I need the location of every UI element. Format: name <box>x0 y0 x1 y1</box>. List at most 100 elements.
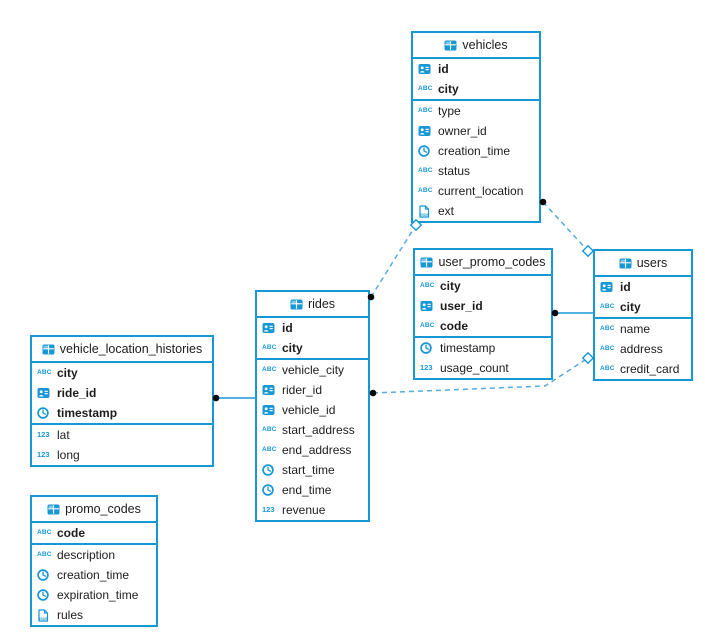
field-row-city[interactable]: ABC city <box>257 338 368 358</box>
field-row-revenue[interactable]: 123 revenue <box>257 500 368 520</box>
field-row-id[interactable]: id <box>257 318 368 338</box>
field-name: vehicle_id <box>282 403 336 417</box>
field-row-id[interactable]: id <box>413 59 539 79</box>
abc-text-icon: ABC <box>420 281 435 289</box>
field-row-ext[interactable]: JSON ext <box>413 201 539 221</box>
clock-icon <box>37 589 55 601</box>
json-document-icon: JSON <box>418 204 436 218</box>
field-row-creation_time[interactable]: creation_time <box>413 141 539 161</box>
table-grid-icon <box>290 299 303 310</box>
field-name: timestamp <box>57 406 118 420</box>
number-123-icon: 123 <box>262 505 275 515</box>
field-row-creation_time[interactable]: creation_time <box>32 565 156 585</box>
columns-section: timestamp 123 usage_count <box>415 338 551 378</box>
field-name: end_address <box>282 443 352 457</box>
json-document-icon: JSON <box>37 608 55 622</box>
table-header-vehicle_location_histories[interactable]: vehicle_location_histories <box>32 337 212 363</box>
abc-text-icon: ABC <box>600 324 615 332</box>
abc-text-icon: ABC <box>262 445 277 453</box>
field-name: revenue <box>282 503 326 517</box>
connector-diamond-rides-to-users <box>581 351 595 365</box>
field-row-usage_count[interactable]: 123 usage_count <box>415 358 551 378</box>
table-header-user_promo_codes[interactable]: user_promo_codes <box>415 250 551 276</box>
clock-icon <box>262 464 280 476</box>
table-title: vehicle_location_histories <box>59 342 203 356</box>
table-title: rides <box>307 297 336 311</box>
svg-text:JSON: JSON <box>419 212 429 216</box>
field-row-user_id[interactable]: user_id <box>415 296 551 316</box>
abc-text-icon: ABC <box>262 343 277 351</box>
table-header-rides[interactable]: rides <box>257 292 368 318</box>
field-name: lat <box>57 428 70 442</box>
field-row-timestamp[interactable]: timestamp <box>415 338 551 358</box>
number-123-icon: 123 <box>37 450 50 460</box>
id-badge-icon <box>600 281 618 293</box>
abc-text-icon: ABC <box>262 365 277 373</box>
field-name: creation_time <box>57 568 130 582</box>
table-header-promo_codes[interactable]: promo_codes <box>32 497 156 523</box>
connector-diamond-vehicles-to-users <box>581 244 595 258</box>
id-badge-icon <box>262 404 280 416</box>
clock-icon <box>420 342 438 354</box>
field-row-rider_id[interactable]: rider_id <box>257 380 368 400</box>
table-grid-icon <box>47 504 60 515</box>
connector-vehicles-to-users <box>542 201 589 252</box>
abc-text-icon: ABC <box>37 550 52 558</box>
table-header-users[interactable]: users <box>595 251 691 277</box>
field-name: end_time <box>282 483 332 497</box>
field-name: type <box>438 104 461 118</box>
field-name: rules <box>57 608 84 622</box>
table-grid-icon <box>42 344 55 355</box>
clock-icon <box>418 145 436 157</box>
field-row-start_time[interactable]: start_time <box>257 460 368 480</box>
field-row-timestamp[interactable]: timestamp <box>32 403 212 423</box>
field-row-expiration_time[interactable]: expiration_time <box>32 585 156 605</box>
field-name: ext <box>438 204 455 218</box>
field-name: usage_count <box>440 361 509 375</box>
field-name: city <box>282 341 303 355</box>
field-row-ride_id[interactable]: ride_id <box>32 383 212 403</box>
field-name: long <box>57 448 80 462</box>
field-row-end_time[interactable]: end_time <box>257 480 368 500</box>
field-name: start_time <box>282 463 335 477</box>
id-badge-icon <box>418 125 436 137</box>
field-row-end_address[interactable]: ABC end_address <box>257 440 368 460</box>
number-123-icon: 123 <box>420 363 433 373</box>
field-row-vehicle_city[interactable]: ABC vehicle_city <box>257 360 368 380</box>
clock-icon <box>37 569 55 581</box>
table-header-vehicles[interactable]: vehicles <box>413 33 539 59</box>
table-title: user_promo_codes <box>438 255 546 269</box>
field-row-owner_id[interactable]: owner_id <box>413 121 539 141</box>
field-row-id[interactable]: id <box>595 277 691 297</box>
connector-dot-rides-to-users <box>369 389 377 397</box>
field-row-vehicle_id[interactable]: vehicle_id <box>257 400 368 420</box>
field-name: vehicle_city <box>282 363 345 377</box>
field-row-long[interactable]: 123 long <box>32 445 212 465</box>
